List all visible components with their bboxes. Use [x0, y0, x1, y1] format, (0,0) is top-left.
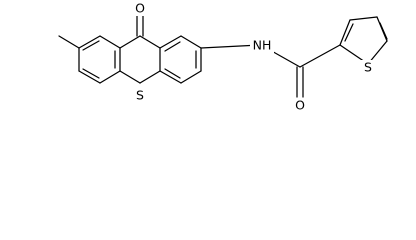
bond-lines — [58, 13, 388, 98]
ring-sulfur-label: S — [136, 88, 144, 103]
bond — [299, 44, 341, 68]
bond — [159, 35, 182, 49]
ketone-oxygen: O — [133, 1, 147, 16]
bond — [99, 35, 121, 49]
bond — [139, 35, 161, 49]
thiophene-sulfur-label: S — [364, 60, 372, 75]
ketone-oxygen-label: O — [135, 1, 145, 16]
bond — [344, 23, 354, 42]
bond — [180, 70, 202, 84]
amide-nitrogen-label: NH — [253, 38, 272, 53]
bond — [180, 35, 202, 49]
bond — [82, 68, 100, 79]
bond — [58, 35, 80, 49]
bond — [82, 40, 100, 51]
bond — [119, 35, 141, 49]
bond — [78, 35, 101, 49]
bond — [349, 16, 378, 21]
thiophene-sulfur: S — [361, 60, 375, 75]
amide-nitrogen: NH — [250, 38, 274, 53]
bond — [139, 70, 161, 84]
molecule-drawing: O S NH O S — [58, 1, 388, 113]
atom-labels: O S NH O S — [133, 1, 375, 113]
bond — [159, 70, 182, 84]
amide-oxygen-label: O — [295, 98, 305, 113]
structure-canvas: O S NH O S — [58, 0, 388, 113]
bond — [379, 22, 388, 40]
ring-sulfur: S — [133, 88, 147, 103]
bond — [119, 70, 141, 84]
bond — [99, 70, 121, 84]
bond — [78, 70, 101, 84]
amide-oxygen: O — [293, 98, 307, 113]
bond — [339, 19, 351, 46]
bond — [164, 41, 181, 52]
bond — [164, 68, 181, 79]
